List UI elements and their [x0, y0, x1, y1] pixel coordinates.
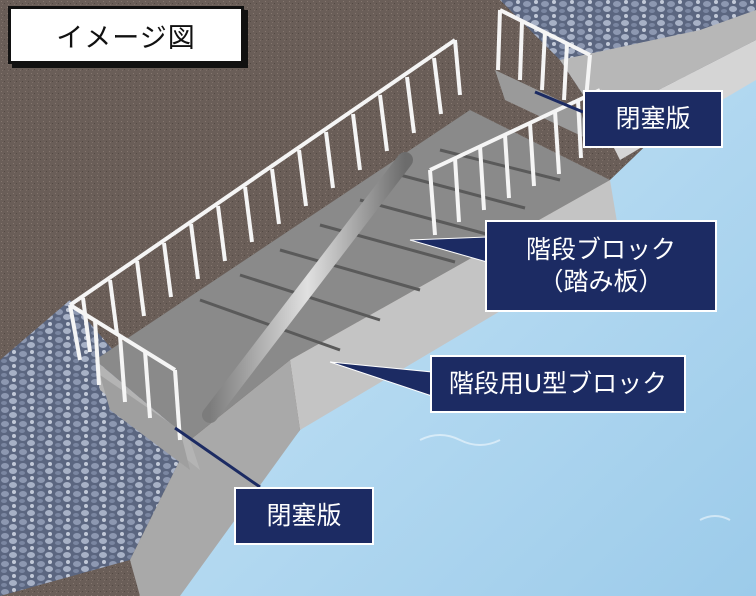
label-closure-plate-top: 閉塞版	[583, 90, 723, 148]
pointer-closure-bottom	[174, 426, 261, 489]
label-step-block-line1: 階段ブロック	[525, 234, 676, 264]
closure-plate-top	[495, 70, 590, 140]
label-step-block-line2: （踏み板）	[538, 267, 664, 296]
closure-plate-bottom	[100, 375, 190, 470]
fence-left	[68, 38, 462, 361]
step-treads	[199, 148, 561, 352]
label-closure-plate-bottom: 閉塞版	[234, 487, 374, 545]
handrail-pipe	[202, 152, 413, 423]
fence-bottom-end	[68, 303, 182, 441]
page-title: イメージ図	[8, 6, 244, 64]
pointer-closure-top	[534, 90, 584, 114]
label-u-block: 階段用U型ブロック	[430, 355, 686, 413]
label-step-block: 階段ブロック （踏み板）	[485, 220, 717, 312]
